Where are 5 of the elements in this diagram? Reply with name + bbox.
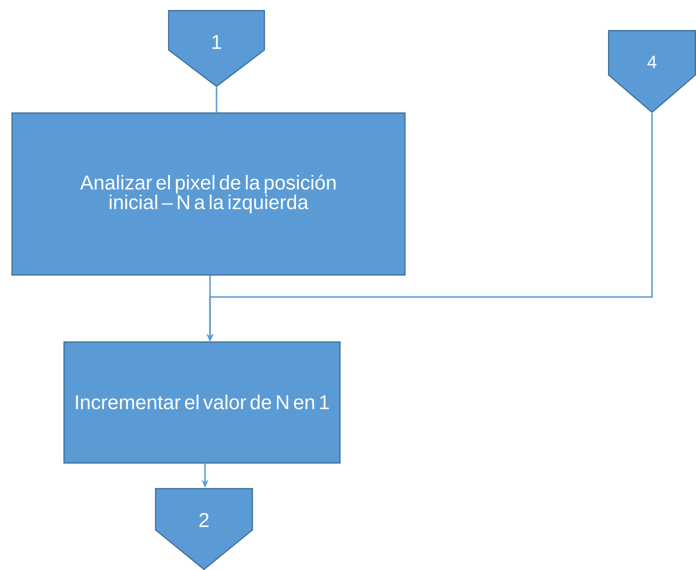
process-box: Incrementar el valor de N en 1	[63, 341, 341, 464]
off-page-connector: 1	[168, 10, 265, 88]
process-box: Analizar el pixel de la posición inicial – N a la izquierda	[11, 112, 406, 276]
off-page-connector: 2	[155, 488, 253, 570]
off-page-connector: 4	[608, 30, 696, 114]
